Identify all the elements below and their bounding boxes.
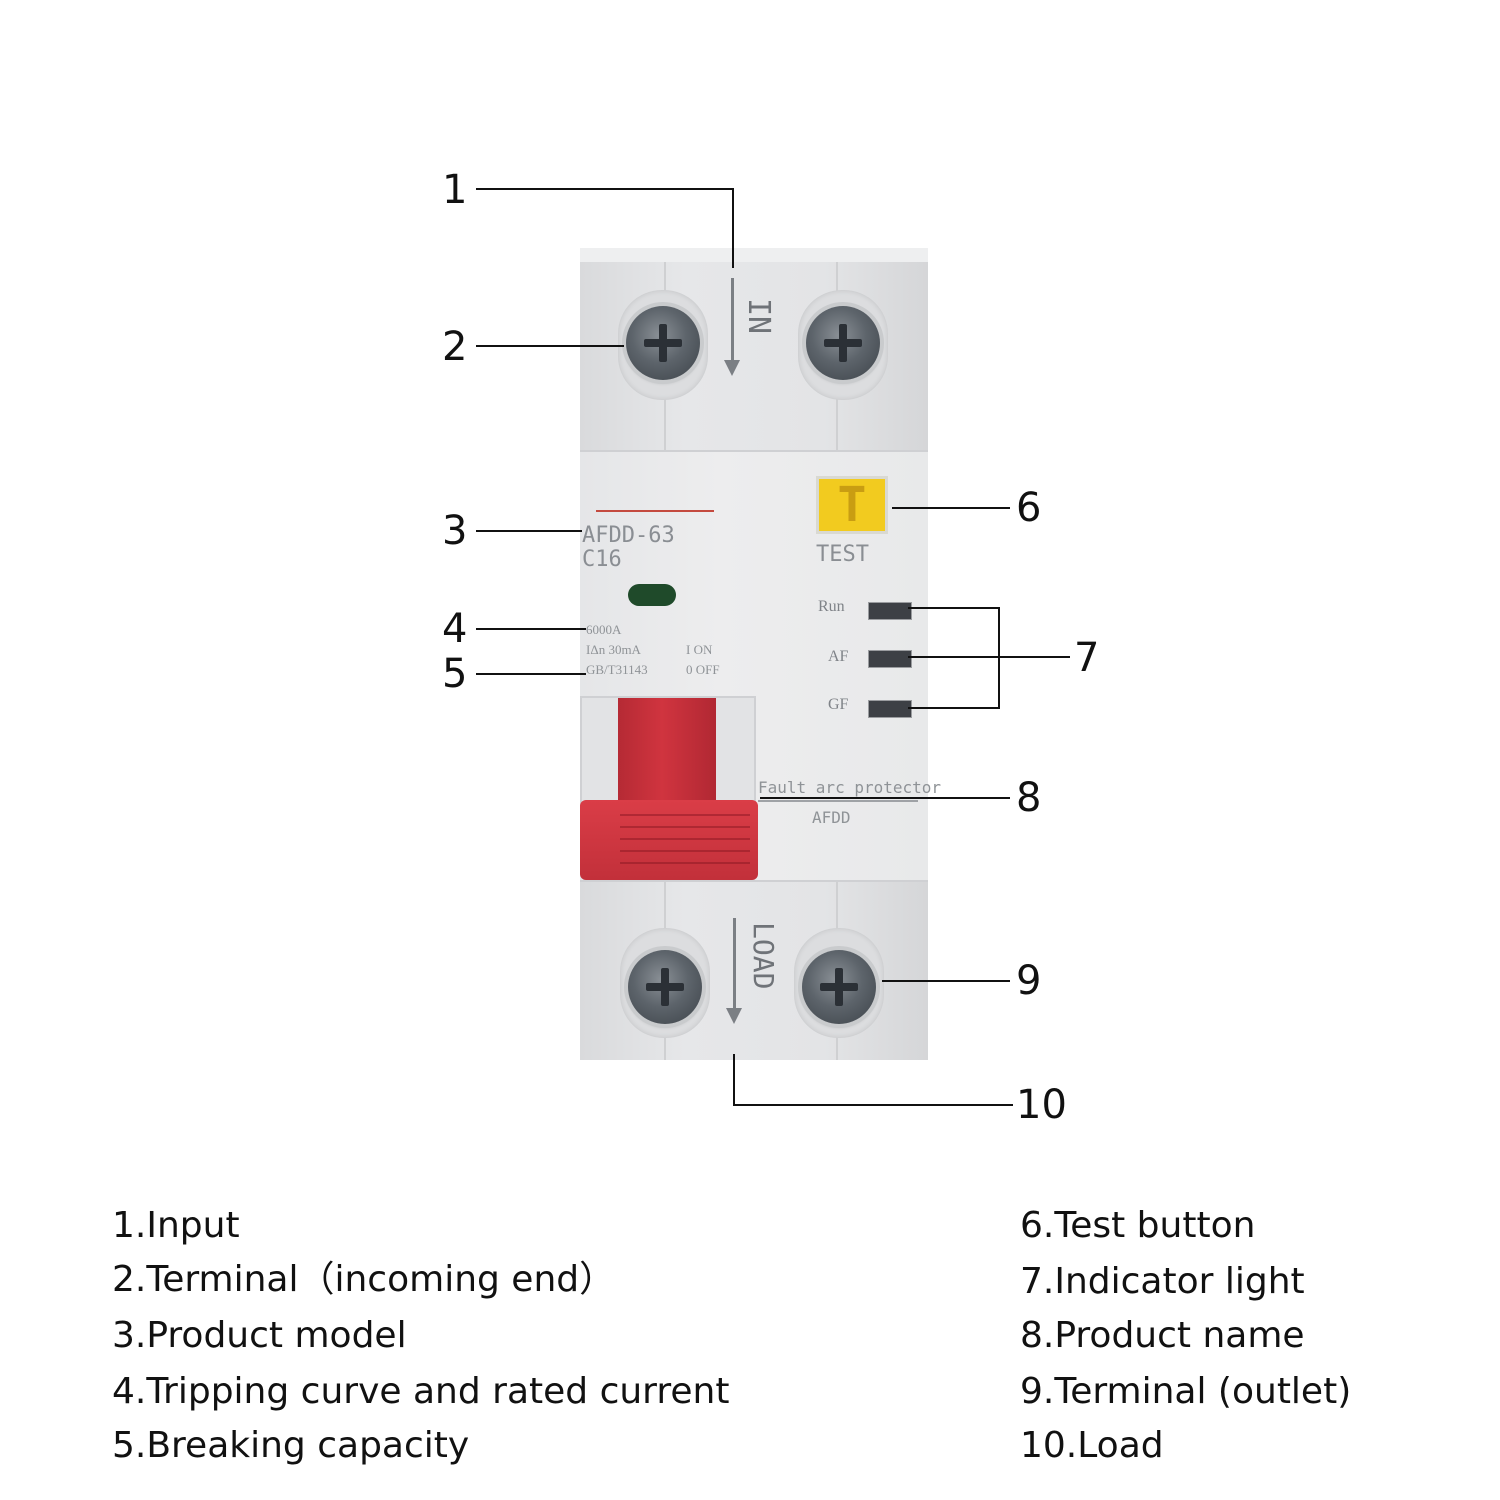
callout-leader-8	[760, 797, 1010, 799]
legend-item-5: 5.Breaking capacity	[112, 1425, 470, 1466]
callout-leader-7	[908, 656, 1070, 658]
callout-leader-10	[733, 1054, 735, 1106]
legend-item-7: 7.Indicator light	[1020, 1261, 1305, 1302]
incoming-terminal-screw-icon[interactable]	[806, 306, 880, 380]
test-label: TEST	[816, 542, 869, 567]
handle-rib	[620, 838, 750, 840]
legend-item-8: 8.Product name	[1020, 1315, 1305, 1356]
callout-leader-7	[998, 607, 1000, 709]
upper-terminal-block: IN	[580, 248, 928, 450]
handle-rib	[620, 826, 750, 828]
outlet-terminal-screw-icon[interactable]	[628, 950, 702, 1024]
front-panel: AFDD-63 C16 6000A IΔn 30mA I ON GB/T3114…	[580, 450, 941, 880]
in-label: IN	[741, 298, 776, 335]
callout-leader-1	[732, 188, 734, 268]
legend-item-9: 9.Terminal (outlet)	[1020, 1371, 1352, 1412]
legend-item-4: 4.Tripping curve and rated current	[112, 1371, 730, 1412]
indicator-light-run	[868, 602, 912, 620]
top-ridge	[580, 248, 928, 262]
legend-item-2: 2.Terminal（incoming end）	[112, 1259, 616, 1300]
model-curve: C16	[582, 547, 622, 572]
callout-number-5: 5	[442, 651, 468, 697]
load-arrow-icon	[726, 918, 742, 1024]
callout-leader-7	[908, 707, 1000, 709]
in-arrow-icon	[724, 278, 740, 376]
callout-leader-10	[733, 1104, 1013, 1106]
indicator-label-run: Run	[818, 598, 845, 615]
on-text: I ON	[686, 642, 713, 657]
callout-leader-3	[476, 530, 582, 532]
indicator-label-af: AF	[828, 648, 849, 665]
handle-rib	[620, 814, 750, 816]
product-name-divider	[758, 800, 918, 802]
handle-lever[interactable]	[618, 698, 716, 808]
callout-number-1: 1	[442, 167, 468, 213]
standard-text: GB/T31143	[586, 662, 648, 677]
test-button[interactable]: T	[816, 476, 888, 534]
callout-number-6: 6	[1016, 485, 1042, 531]
load-label: LOAD	[747, 922, 780, 990]
callout-number-7: 7	[1074, 635, 1100, 681]
callout-number-3: 3	[442, 508, 468, 554]
callout-leader-4	[476, 628, 586, 630]
legend-item-3: 3.Product model	[112, 1315, 407, 1356]
lower-terminal-block: LOAD	[580, 880, 928, 1060]
legend-item-1: 1.Input	[112, 1205, 240, 1246]
indicator-light-gf	[868, 700, 912, 718]
indicator-light-af	[868, 650, 912, 668]
callout-leader-5	[476, 673, 586, 675]
green-led-window	[628, 584, 676, 606]
legend-item-6: 6.Test button	[1020, 1205, 1256, 1246]
callout-number-10: 10	[1016, 1082, 1067, 1128]
callout-leader-1	[476, 188, 734, 190]
outlet-terminal-screw-icon[interactable]	[802, 950, 876, 1024]
off-text: 0 OFF	[686, 662, 720, 677]
product-name-line1: Fault arc protector	[758, 778, 942, 797]
callout-number-8: 8	[1016, 775, 1042, 821]
model-accent-line	[596, 510, 714, 512]
callout-number-9: 9	[1016, 958, 1042, 1004]
callout-leader-9	[882, 980, 1010, 982]
capacity-text: 6000A	[586, 622, 622, 637]
callout-leader-2	[476, 345, 624, 347]
callout-leader-7	[908, 607, 1000, 609]
callout-number-2: 2	[442, 324, 468, 370]
callout-leader-6	[892, 507, 1010, 509]
incoming-terminal-screw-icon[interactable]	[626, 306, 700, 380]
indicator-label-gf: GF	[828, 696, 849, 713]
handle-toggle[interactable]	[580, 800, 758, 880]
handle-rib	[620, 862, 750, 864]
legend-item-10: 10.Load	[1020, 1425, 1164, 1466]
handle-rib	[620, 850, 750, 852]
model-number: AFDD-63	[582, 523, 675, 548]
afdd-breaker-device: IN AFDD-63 C16 6000A IΔn 30mA I ON GB/T3…	[580, 248, 941, 1060]
rating-text: IΔn 30mA	[586, 642, 641, 657]
callout-number-4: 4	[442, 606, 468, 652]
product-name-line2: AFDD	[812, 808, 851, 827]
